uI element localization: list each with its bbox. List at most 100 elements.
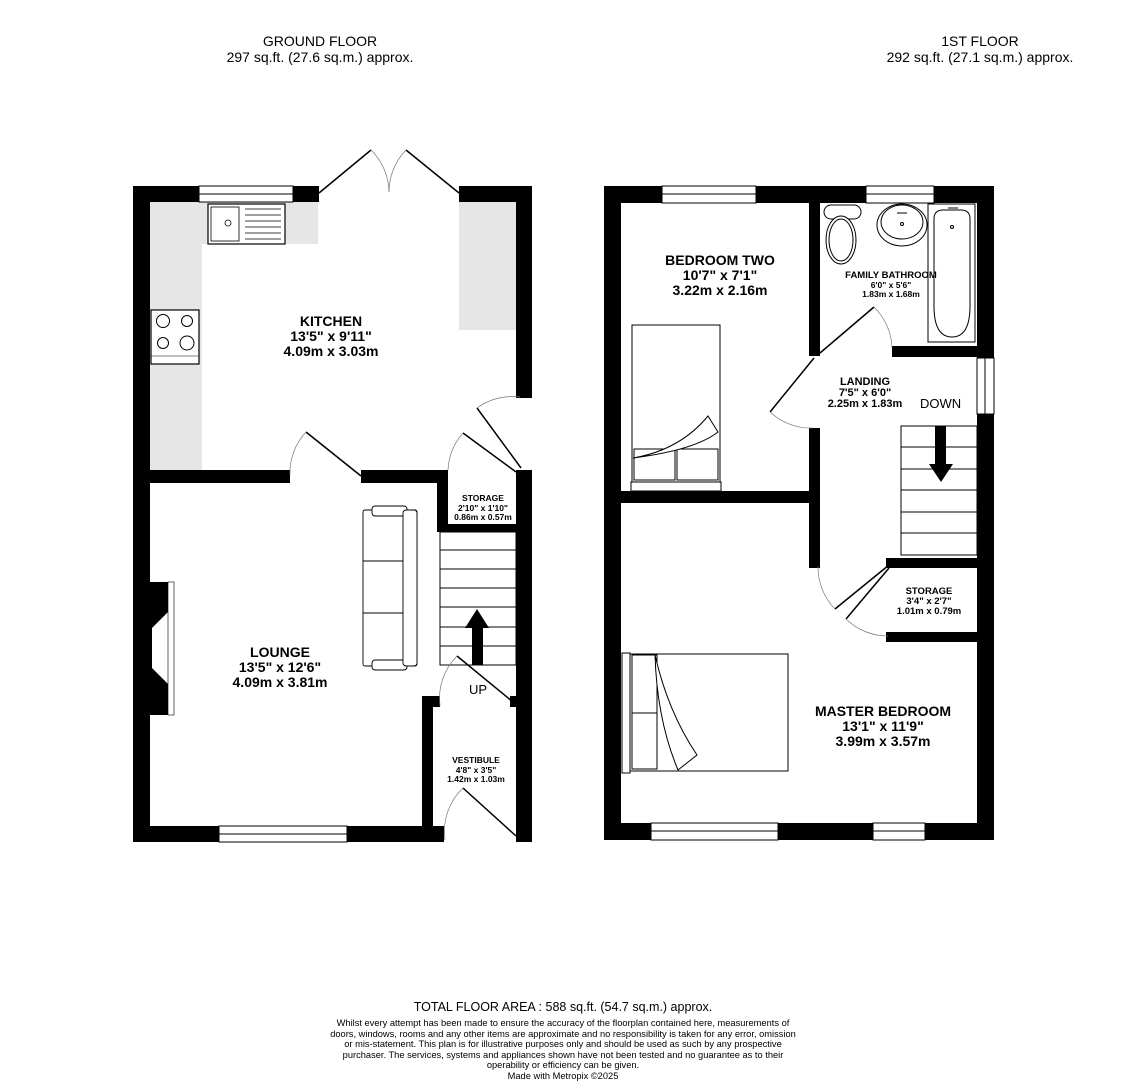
wall [604,186,662,203]
room-name: VESTIBULE [452,755,500,765]
room-metric: 0.86m x 0.57m [454,512,512,522]
room-imperial: 7'5" x 6'0" [838,387,892,399]
room-imperial: 10'7" x 7'1" [682,267,758,283]
room-storage-first: STORAGE 3'4" x 2'7" 1.01m x 0.79m [897,587,961,617]
wall [150,470,290,483]
room-imperial: 4'8" x 3'5" [455,764,497,775]
room-metric: 3.22m x 2.16m [672,282,768,298]
ground-floor-name: GROUND FLOOR [262,33,378,49]
room-name: MASTER BEDROOM [814,703,952,719]
room-name: KITCHEN [299,313,363,329]
room-name: STORAGE [905,586,953,597]
wall [892,346,977,357]
first-floor-name: 1ST FLOOR [941,33,1019,49]
ground-floor-area: 297 sq.ft. (27.6 sq.m.) approx. [226,49,414,65]
room-imperial: 13'1" x 11'9" [842,718,924,734]
lounge-vestibule-door [439,655,514,707]
back-door [476,396,522,469]
room-name: LANDING [839,376,891,388]
single-bed [630,324,722,493]
arrow-down-icon [929,426,953,482]
wall [886,632,977,642]
kitchen-sink [207,203,286,245]
wall [133,186,150,842]
room-imperial: 3'4" x 2'7" [906,596,952,607]
room-metric: 2.25m x 1.83m [827,398,903,410]
front-door [444,787,517,841]
wall [604,823,651,840]
wall [925,823,994,840]
first-floor-area: 292 sq.ft. (27.1 sq.m.) approx. [886,49,1074,65]
room-bedroom-two: BEDROOM TWO 10'7" x 7'1" 3.22m x 2.16m [665,253,775,298]
storage-door [447,432,517,473]
kitchen-lounge-door [289,431,362,477]
sofa [362,505,418,671]
room-name: LOUNGE [250,644,310,660]
kitchen-window [198,185,294,203]
wall [621,491,810,503]
wall [516,470,532,842]
stairs-up [439,531,517,666]
room-metric: 1.01m x 0.79m [896,606,962,617]
wall [422,696,433,842]
wall [437,470,448,530]
wall [778,823,873,840]
kitchen-counter-right [459,202,516,330]
room-name: BEDROOM TWO [665,252,775,268]
wall [809,186,820,356]
bathroom-door [819,306,893,354]
landing-window [976,357,995,415]
wall [347,826,444,842]
room-storage-ground: STORAGE 2'10" x 1'10" 0.86m x 0.57m [454,493,512,523]
ground-floor-plan [133,149,532,843]
fireplace [150,581,175,716]
room-metric: 1.83m x 1.68m [862,289,920,299]
wall [437,524,517,532]
room-imperial: 2'10" x 1'10" [458,502,508,513]
wall [809,428,820,568]
arrow-up-icon [465,609,489,665]
wall [361,470,448,483]
master-bedroom-window-right [872,822,926,841]
bedroom-two-window [661,185,757,204]
first-floor-storage-doors [817,564,890,637]
footer: TOTAL FLOOR AREA : 588 sq.ft. (54.7 sq.m… [0,999,1126,1082]
wall [977,186,994,358]
wall [977,414,994,840]
room-imperial: 6'0" x 5'6" [870,279,912,290]
lounge-window [218,825,348,843]
room-name: STORAGE [462,493,504,503]
wall [133,826,219,842]
credit: Made with Metropix ©2025 [507,1070,619,1081]
stairs-down-label: DOWN [920,396,962,411]
total-floor-area: TOTAL FLOOR AREA : 588 sq.ft. (54.7 sq.m… [413,1000,713,1014]
wall [133,186,199,202]
room-imperial: 13'5" x 9'11" [290,328,372,344]
wall [422,696,440,707]
wall [604,186,621,840]
disclaimer: Whilst every attempt has been made to en… [330,1018,796,1071]
room-kitchen: KITCHEN 13'5" x 9'11" 4.09m x 3.03m [284,314,379,359]
room-metric: 3.99m x 3.57m [835,733,931,749]
wash-basin [876,203,928,247]
master-bedroom-window-left [650,822,779,841]
toilet [823,204,862,265]
wall [886,558,977,568]
wall [459,186,532,202]
room-family-bathroom: FAMILY BATHROOM 6'0" x 5'6" 1.83m x 1.68… [845,271,937,300]
room-name: FAMILY BATHROOM [845,270,937,281]
first-floor-title: 1ST FLOOR 292 sq.ft. (27.1 sq.m.) approx… [830,33,1126,65]
room-metric: 4.09m x 3.81m [232,674,328,690]
double-bed [621,652,789,774]
room-vestibule: VESTIBULE 4'8" x 3'5" 1.42m x 1.03m [447,755,505,785]
ground-floor-title: GROUND FLOOR 297 sq.ft. (27.6 sq.m.) app… [170,33,470,65]
room-metric: 1.42m x 1.03m [447,774,505,784]
first-floor-plan [604,185,995,841]
patio-doors [318,149,460,194]
wall [516,186,532,398]
bathroom-window [865,185,935,204]
room-master-bedroom: MASTER BEDROOM 13'1" x 11'9" 3.99m x 3.5… [815,704,951,749]
bedroom-two-door [769,357,815,429]
room-imperial: 13'5" x 12'6" [238,659,322,675]
room-landing: LANDING 7'5" x 6'0" 2.25m x 1.83m [828,377,903,410]
